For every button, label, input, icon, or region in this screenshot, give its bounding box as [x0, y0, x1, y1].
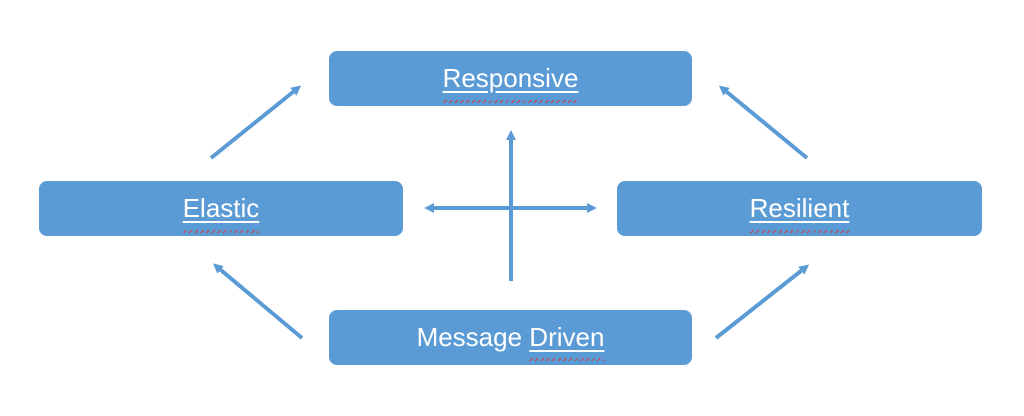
arrow-message-to-resilient	[714, 264, 810, 340]
arrow-resilient-to-responsive	[718, 85, 809, 160]
node-driven-word: Driven	[529, 322, 605, 352]
node-message-word: Message	[416, 322, 523, 352]
node-responsive-label: Responsive	[442, 63, 579, 103]
node-resilient: Resilient	[617, 181, 982, 236]
node-elastic-label: Elastic	[182, 193, 260, 233]
arrow-message-to-elastic	[212, 263, 304, 340]
arrow-elastic-to-responsive	[209, 85, 302, 160]
node-elastic: Elastic	[39, 181, 403, 236]
node-responsive: Responsive	[329, 51, 692, 106]
node-message-driven: Message Driven	[329, 310, 692, 365]
node-resilient-label: Resilient	[749, 193, 850, 233]
node-message-driven-label: Message Driven	[417, 322, 605, 353]
